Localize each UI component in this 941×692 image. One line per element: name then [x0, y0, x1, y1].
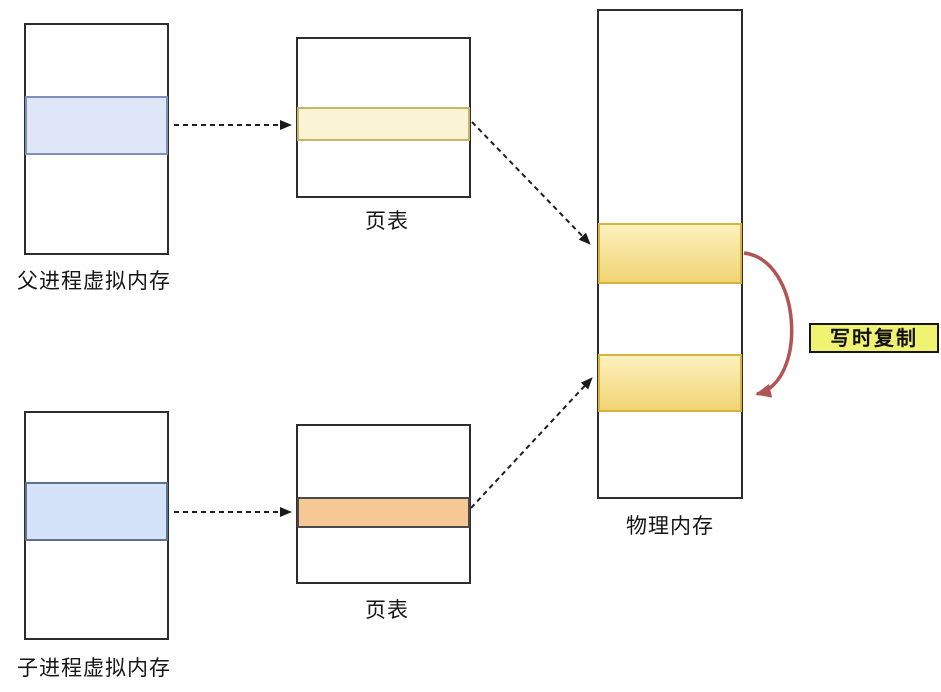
parent-vm-label: 父进程虚拟内存: [17, 269, 171, 293]
arrow-pagetable-top-to-physical: [471, 121, 591, 245]
page-table-top-entry: [297, 107, 470, 141]
page-table-top-label: 页表: [365, 209, 409, 233]
parent-vm-mapped-page: [25, 96, 168, 155]
page-table-bottom-label: 页表: [365, 598, 409, 622]
page-table-bottom-entry: [297, 497, 470, 528]
arrow-pagetable-bottom-to-physical: [470, 377, 593, 509]
physical-page-original: [598, 223, 742, 284]
physical-page-copy: [598, 354, 742, 412]
copy-on-write-tag: 写时复制: [809, 323, 939, 353]
child-vm-label: 子进程虚拟内存: [17, 656, 171, 680]
arrow-copy-on-write: [743, 251, 794, 398]
child-vm-mapped-page: [25, 482, 168, 541]
physical-memory-label: 物理内存: [626, 514, 714, 538]
